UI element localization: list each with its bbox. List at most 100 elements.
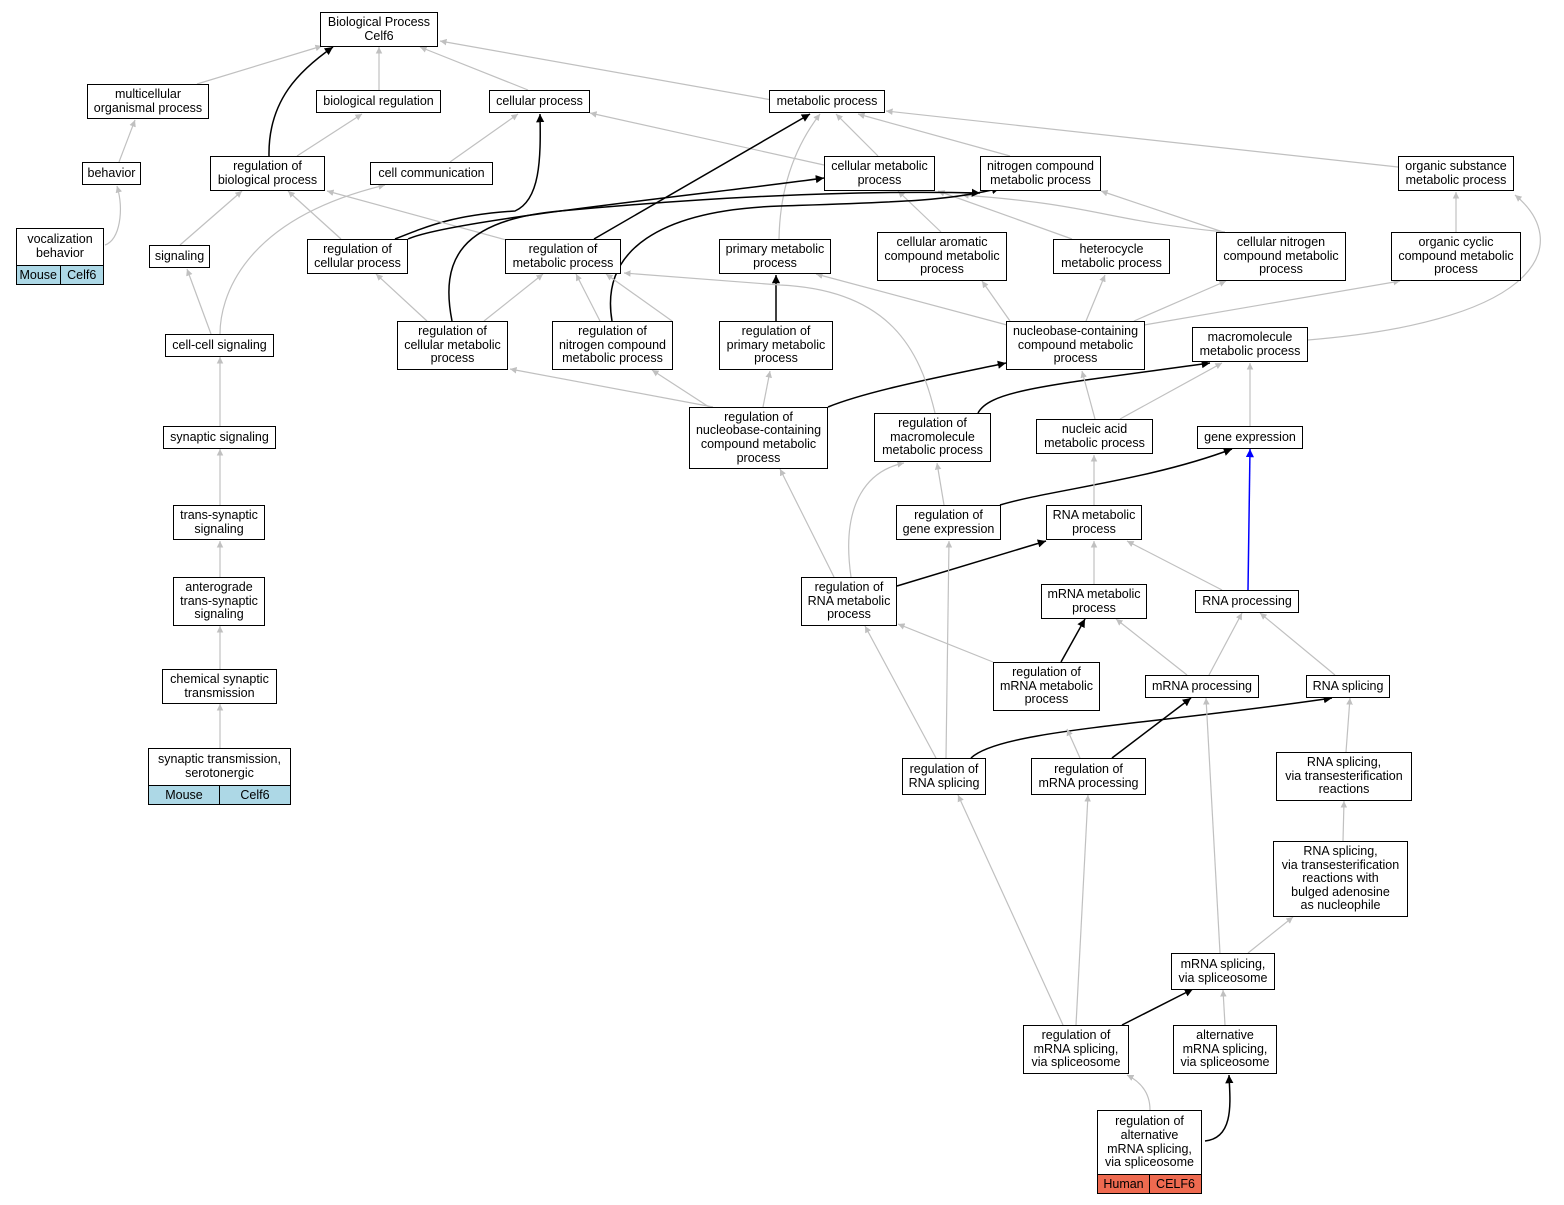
edge-arrow [779,468,835,578]
edge-arrow [977,360,1211,414]
edge-arrow [419,46,529,91]
node-regulation-of-rna-splicing[interactable]: regulation of RNA splicing [902,758,986,795]
edge-arrow [957,794,1064,1026]
edge-arrow [857,112,1011,157]
node-nitrogen-compound-metabolic-process[interactable]: nitrogen compound metabolic process [980,156,1101,191]
node-multicellular-organismal-process[interactable]: multicellular organismal process [87,84,209,119]
node-vocalization-behavior[interactable]: vocalization behavior Mouse Celf6 [16,228,104,285]
node-rna-processing[interactable]: RNA processing [1195,590,1299,613]
node-mrna-splicing-via-spliceosome[interactable]: mRNA splicing, via spliceosome [1171,953,1275,990]
node-rna-splicing-bulged-adenosine-nucleophile[interactable]: RNA splicing, via transesterification re… [1273,841,1408,917]
node-synaptic-transmission-serotonergic[interactable]: synaptic transmission, serotonergic Mous… [148,748,291,805]
node-regulation-of-nucleobase-containing-compound-metabolic-process[interactable]: regulation of nucleobase-containing comp… [689,407,828,469]
node-label: organic cyclic compound metabolic proces… [1398,235,1514,277]
node-trans-synaptic-signaling[interactable]: trans-synaptic signaling [173,505,265,540]
edge-arrow [1100,189,1224,233]
edge-arrow [1204,1074,1234,1142]
node-macromolecule-metabolic-process[interactable]: macromolecule metabolic process [1192,327,1308,362]
edge-arrow [1203,697,1221,954]
node-rna-metabolic-process[interactable]: RNA metabolic process [1046,505,1142,540]
node-regulation-of-gene-expression[interactable]: regulation of gene expression [896,505,1001,540]
node-label: regulation of gene expression [902,507,995,536]
node-label: nucleobase-containing compound metabolic… [1012,324,1139,366]
node-chemical-synaptic-transmission[interactable]: chemical synaptic transmission [162,669,277,704]
node-cellular-metabolic-process[interactable]: cellular metabolic process [824,156,935,191]
node-mrna-metabolic-process[interactable]: mRNA metabolic process [1041,584,1147,619]
node-heterocycle-metabolic-process[interactable]: heterocycle metabolic process [1053,239,1170,274]
node-label: mRNA metabolic process [1047,586,1141,615]
node-label: cell-cell signaling [172,337,267,352]
node-label: multicellular organismal process [93,86,203,115]
node-synaptic-signaling[interactable]: synaptic signaling [163,426,276,449]
node-label: regulation of mRNA metabolic process [999,665,1094,707]
node-label: cellular nitrogen compound metabolic pro… [1223,235,1339,277]
edge-arrow [999,448,1233,506]
node-regulation-of-primary-metabolic-process[interactable]: regulation of primary metabolic process [719,321,833,370]
edge-arrow [1080,370,1096,420]
node-regulation-of-metabolic-process[interactable]: regulation of metabolic process [505,239,621,274]
node-behavior[interactable]: behavior [82,162,141,185]
node-label: macromolecule metabolic process [1199,329,1301,358]
node-alternative-mrna-splicing-via-spliceosome[interactable]: alternative mRNA splicing, via spliceoso… [1173,1025,1277,1074]
node-label: synaptic transmission, serotonergic [158,752,281,780]
edge-arrow [575,273,601,322]
edge-arrow [1143,278,1401,326]
species-tag: Mouse [149,786,219,804]
node-cellular-aromatic-compound-metabolic-process[interactable]: cellular aromatic compound metabolic pro… [877,232,1007,281]
edge-arrow [186,268,212,335]
node-label: regulation of biological process [217,158,318,187]
node-nucleic-acid-metabolic-process[interactable]: nucleic acid metabolic process [1036,419,1153,454]
edge-arrow [1121,988,1194,1026]
species-tag: Mouse [17,266,60,284]
node-label: regulation of mRNA processing [1038,761,1139,790]
node-regulation-of-nitrogen-compound-metabolic-process[interactable]: regulation of nitrogen compound metaboli… [552,321,673,370]
node-label: mRNA processing [1151,678,1253,693]
edge-arrow [1259,612,1336,676]
edge-arrow [762,370,772,408]
gene-tag: Celf6 [219,786,290,804]
edge-arrow [1220,989,1227,1026]
node-regulation-of-cellular-metabolic-process[interactable]: regulation of cellular metabolic process [397,321,508,370]
node-cellular-process[interactable]: cellular process [489,90,590,113]
edge-arrow [1245,448,1255,591]
edge-arrow [104,185,123,246]
edge-arrow [961,192,1226,233]
node-label: RNA splicing, via transesterification re… [1285,755,1403,797]
node-mrna-processing[interactable]: mRNA processing [1145,675,1259,698]
node-regulation-of-macromolecule-metabolic-process[interactable]: regulation of macromolecule metabolic pr… [874,413,991,462]
node-biological-process[interactable]: Biological Process Celf6 [320,12,438,47]
node-label: regulation of nitrogen compound metaboli… [558,324,667,366]
node-regulation-of-mrna-metabolic-process[interactable]: regulation of mRNA metabolic process [993,662,1100,711]
node-primary-metabolic-process[interactable]: primary metabolic process [719,239,831,274]
node-regulation-of-mrna-splicing-via-spliceosome[interactable]: regulation of mRNA splicing, via spliceo… [1023,1025,1129,1074]
edge-arrow [375,273,428,322]
node-organic-cyclic-compound-metabolic-process[interactable]: organic cyclic compound metabolic proces… [1391,232,1521,281]
node-signaling[interactable]: signaling [149,245,210,268]
edge-arrow [219,183,386,335]
node-organic-substance-metabolic-process[interactable]: organic substance metabolic process [1398,156,1514,191]
node-regulation-of-cellular-process[interactable]: regulation of cellular process [307,239,408,274]
node-cell-cell-signaling[interactable]: cell-cell signaling [165,334,274,357]
node-label: mRNA splicing, via spliceosome [1178,956,1268,985]
node-gene-expression[interactable]: gene expression [1197,426,1303,449]
node-biological-regulation[interactable]: biological regulation [316,90,441,113]
node-cellular-nitrogen-compound-metabolic-process[interactable]: cellular nitrogen compound metabolic pro… [1216,232,1346,281]
node-regulation-of-mrna-processing[interactable]: regulation of mRNA processing [1031,758,1146,795]
node-rna-splicing-via-transesterification-reactions[interactable]: RNA splicing, via transesterification re… [1276,752,1412,801]
node-cell-communication[interactable]: cell communication [370,162,493,185]
node-metabolic-process[interactable]: metabolic process [769,90,885,113]
node-anterograde-trans-synaptic-signaling[interactable]: anterograde trans-synaptic signaling [173,577,265,626]
node-label: signaling [154,248,205,263]
node-regulation-of-rna-metabolic-process[interactable]: regulation of RNA metabolic process [801,577,897,626]
edge-arrow [1066,728,1081,759]
node-nucleobase-containing-compound-metabolic-process[interactable]: nucleobase-containing compound metabolic… [1006,321,1145,370]
node-label: Biological Process Celf6 [327,14,431,43]
node-rna-splicing[interactable]: RNA splicing [1306,675,1390,698]
edge-arrow [394,113,545,240]
node-regulation-of-biological-process[interactable]: regulation of biological process [210,156,325,191]
edge-arrow [296,113,363,157]
node-regulation-of-alternative-mrna-splicing[interactable]: regulation of alternative mRNA splicing,… [1097,1110,1202,1194]
edge-arrow [897,190,942,233]
edge-arrow [896,539,1047,587]
